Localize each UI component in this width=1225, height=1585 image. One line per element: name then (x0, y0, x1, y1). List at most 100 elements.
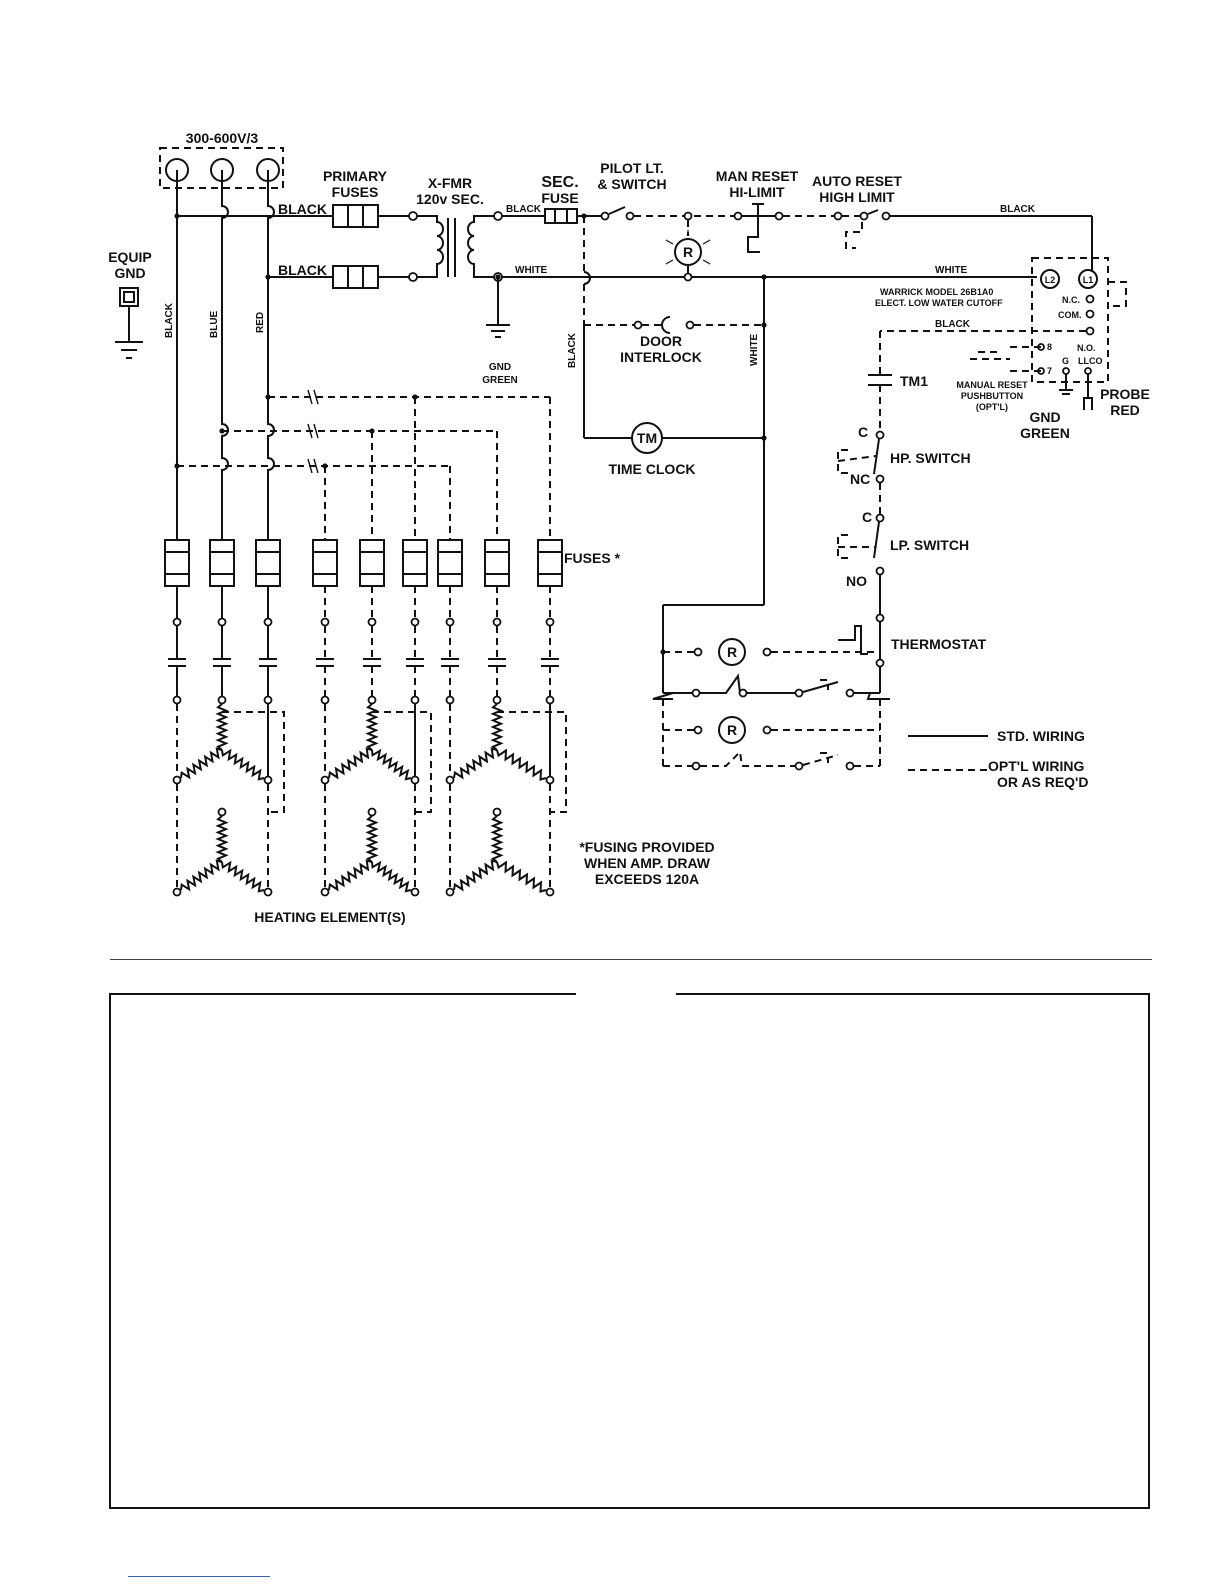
divider (110, 959, 1152, 960)
svg-text:PILOT LT.: PILOT LT. (600, 160, 664, 176)
pilot-light-switch: PILOT LT. & SWITCH R (597, 160, 735, 282)
svg-text:G: G (1062, 356, 1069, 366)
relay-1-label: R (727, 644, 737, 660)
svg-text:OR AS REQ'D: OR AS REQ'D (997, 774, 1089, 790)
svg-text:GREEN: GREEN (482, 375, 518, 386)
wire-label-black: BLACK (164, 302, 175, 338)
content-box (109, 993, 1150, 1509)
svg-text:HIGH LIMIT: HIGH LIMIT (819, 189, 895, 205)
svg-text:FUSES: FUSES (332, 184, 379, 200)
svg-text:COM.: COM. (1058, 310, 1082, 320)
svg-text:MAN RESET: MAN RESET (716, 168, 799, 184)
branch-8 (484, 539, 510, 705)
door-black-label: BLACK (567, 332, 578, 368)
svg-text:SEC.: SEC. (541, 174, 578, 191)
svg-text:PROBE: PROBE (1100, 386, 1150, 402)
svg-text:OPT'L WIRING: OPT'L WIRING (988, 758, 1085, 774)
relay-contactors: R R (652, 604, 880, 771)
svg-text:GND: GND (1029, 409, 1060, 425)
svg-text:TIME CLOCK: TIME CLOCK (608, 461, 695, 477)
content-box-title-gap (576, 990, 676, 998)
fuses-label: FUSES * (564, 550, 621, 566)
branch-2 (209, 539, 235, 705)
svg-text:*FUSING PROVIDED: *FUSING PROVIDED (579, 839, 714, 855)
svg-text:ELECT. LOW WATER CUTOFF: ELECT. LOW WATER CUTOFF (875, 298, 1003, 308)
clock-white-label: WHITE (749, 333, 760, 366)
wire-label-red: RED (255, 312, 266, 333)
svg-text:X-FMR: X-FMR (428, 175, 472, 191)
svg-text:FUSE: FUSE (541, 190, 578, 206)
black-label-right: BLACK (1000, 204, 1036, 215)
svg-text:LP. SWITCH: LP. SWITCH (890, 537, 969, 553)
auto-reset-high-limit: AUTO RESET HIGH LIMIT BLACK (812, 173, 1093, 272)
svg-text:GREEN: GREEN (1020, 425, 1070, 441)
heating-elements-label: HEATING ELEMENT(S) (254, 909, 405, 925)
branch-6 (402, 539, 428, 705)
svg-text:WARRICK MODEL 26B1A0: WARRICK MODEL 26B1A0 (880, 287, 993, 297)
svg-text:& SWITCH: & SWITCH (597, 176, 666, 192)
svg-text:N.C.: N.C. (1062, 295, 1080, 305)
svg-text:TM: TM (637, 430, 657, 446)
svg-text:8: 8 (1047, 342, 1052, 352)
sec-black-label: BLACK (506, 204, 542, 215)
svg-text:C: C (862, 509, 872, 525)
branch-3 (255, 539, 281, 705)
svg-text:L2: L2 (1045, 275, 1056, 285)
primary-black-label-2: BLACK (278, 262, 327, 278)
svg-text:EQUIP: EQUIP (108, 249, 152, 265)
supply-label: 300-600V/3 (186, 130, 259, 146)
svg-text:NC: NC (850, 471, 870, 487)
svg-text:HI-LIMIT: HI-LIMIT (729, 184, 785, 200)
heating-elements (172, 703, 567, 897)
svg-text:7: 7 (1047, 366, 1052, 376)
svg-text:120v SEC.: 120v SEC. (416, 191, 484, 207)
equipment-ground: EQUIP GND (108, 249, 152, 359)
svg-text:C: C (858, 424, 868, 440)
svg-text:RED: RED (1110, 402, 1140, 418)
branch-5 (359, 539, 385, 705)
svg-text:PRIMARY: PRIMARY (323, 168, 388, 184)
svg-text:LLCO: LLCO (1078, 356, 1103, 366)
relay-2-label: R (727, 722, 737, 738)
svg-text:STD. WIRING: STD. WIRING (997, 728, 1085, 744)
transformer: X-FMR 120v SEC. (416, 175, 503, 282)
control-column: BLACK TM1 C HP. SWITCH NC C LP. SWITCH N… (837, 319, 1086, 766)
branch-4 (312, 539, 338, 705)
branch-1 (164, 539, 190, 705)
svg-text:DOOR: DOOR (640, 333, 682, 349)
heating-element-group-3 (445, 703, 567, 897)
svg-text:L1: L1 (1083, 275, 1094, 285)
heating-element-group-1 (172, 703, 285, 897)
svg-text:HP. SWITCH: HP. SWITCH (890, 450, 971, 466)
wire-label-blue: BLUE (209, 310, 220, 338)
svg-text:EXCEEDS 120A: EXCEEDS 120A (595, 871, 699, 887)
low-water-cutoff: L2 L1 WARRICK MODEL 26B1A0 ELECT. LOW WA… (875, 257, 1150, 441)
footer-link-underline (128, 1576, 270, 1577)
svg-text:WHEN AMP. DRAW: WHEN AMP. DRAW (584, 855, 711, 871)
branch-circuits (164, 539, 563, 705)
door-interlock: DOOR INTERLOCK BLACK (567, 216, 764, 368)
branch-9 (537, 539, 563, 705)
svg-text:GND: GND (114, 265, 145, 281)
primary-fuses: PRIMARY FUSES BLACK BLACK (177, 168, 418, 289)
control-black-label: BLACK (935, 319, 971, 330)
distribution (174, 389, 551, 540)
svg-text:R: R (683, 244, 693, 260)
fusing-note: *FUSING PROVIDED WHEN AMP. DRAW EXCEEDS … (579, 839, 714, 887)
branch-7 (437, 539, 463, 705)
primary-black-label: BLACK (278, 201, 327, 217)
phase-conductors: BLACK BLUE RED (164, 170, 275, 548)
secondary-circuit: SEC. FUSE BLACK WHITE WHITE GND GREEN (482, 174, 1037, 386)
man-reset-hi-limit: MAN RESET HI-LIMIT (716, 168, 834, 253)
wiring-diagram: 300-600V/3 BLACK BLUE RED EQUIP GND PRIM… (108, 130, 1150, 925)
svg-text:N.O.: N.O. (1077, 343, 1096, 353)
time-clock: TM TIME CLOCK WHITE (583, 274, 767, 605)
svg-text:INTERLOCK: INTERLOCK (620, 349, 702, 365)
white-label-right: WHITE (935, 265, 968, 276)
legend: STD. WIRING OPT'L WIRING OR AS REQ'D (908, 728, 1089, 790)
heating-element-group-2 (320, 703, 432, 897)
svg-text:PUSHBUTTON: PUSHBUTTON (961, 391, 1023, 401)
svg-text:NO: NO (846, 573, 867, 589)
svg-text:MANUAL RESET: MANUAL RESET (956, 380, 1028, 390)
svg-text:(OPT'L): (OPT'L) (976, 402, 1008, 412)
